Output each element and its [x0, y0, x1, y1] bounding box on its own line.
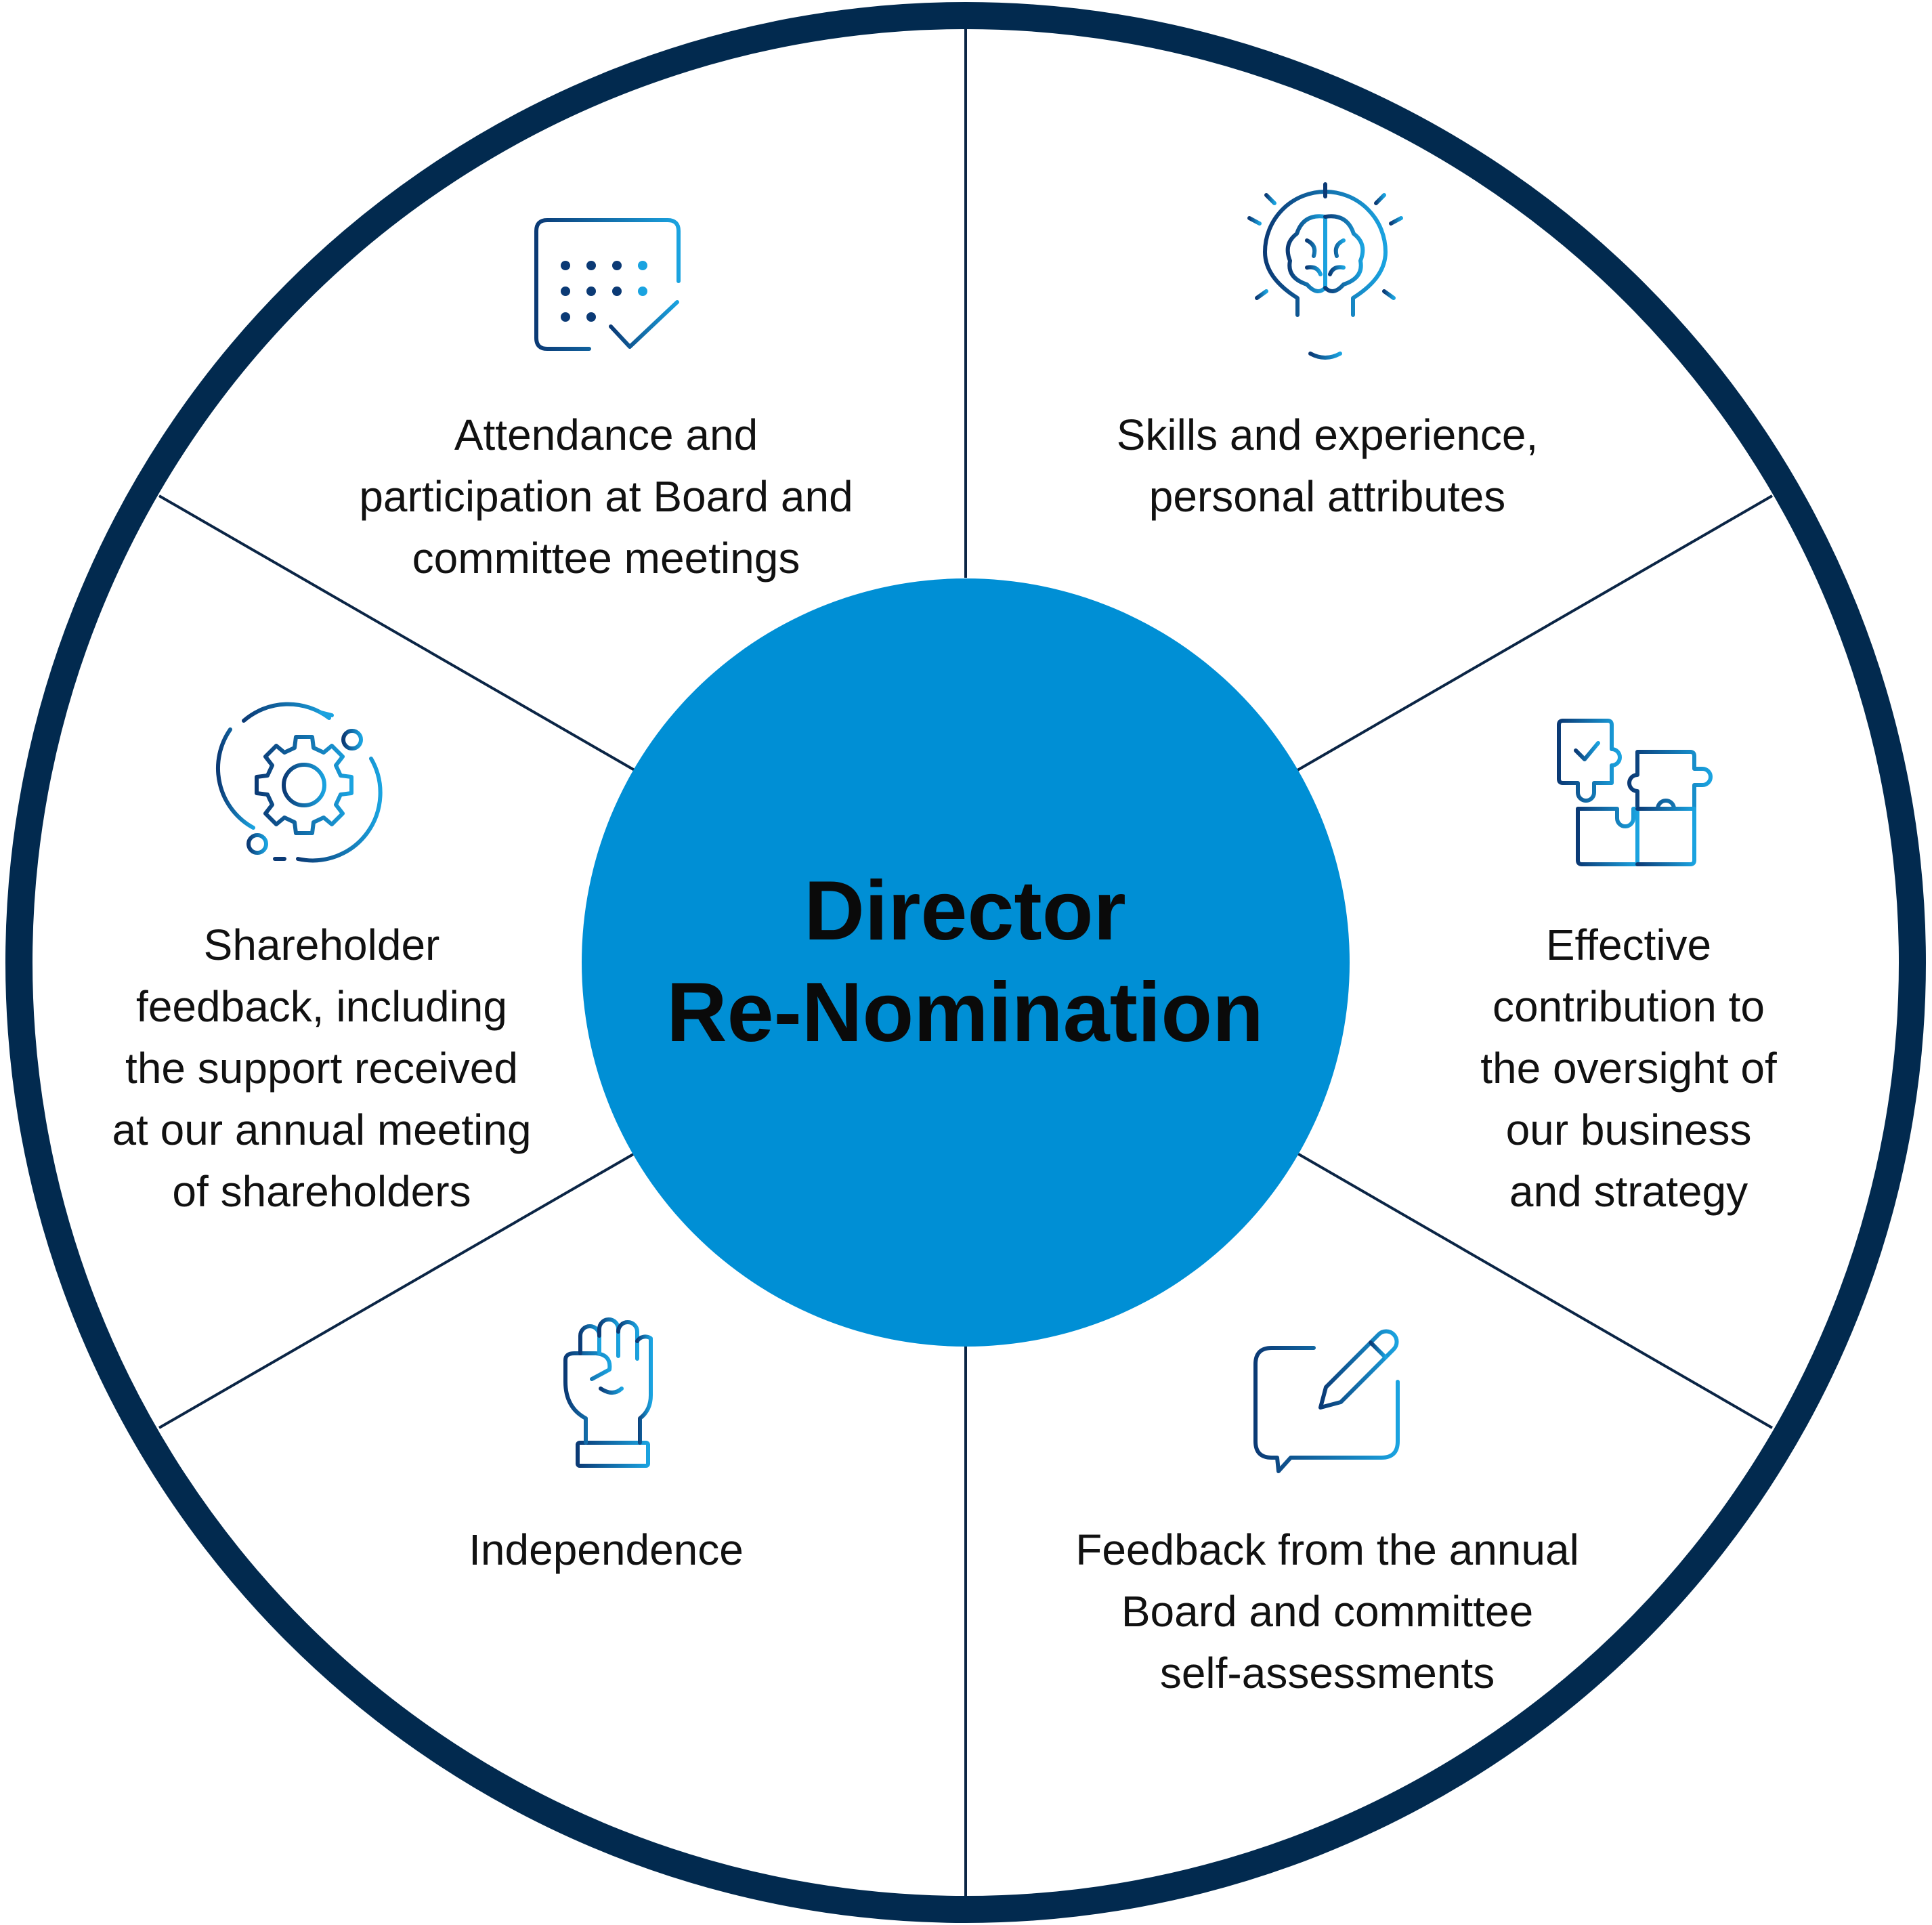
center-disc: [582, 578, 1350, 1347]
calendar-check-icon: [534, 207, 681, 351]
segment-label-skills: Skills and experience, personal attribut…: [1029, 404, 1625, 528]
segment-label-self-assessment: Feedback from the annual Board and commi…: [1016, 1519, 1639, 1704]
center-title-line-1: Director: [804, 864, 1126, 958]
segment-label-shareholder: Shareholder feedback, including the supp…: [74, 914, 569, 1223]
label-line: Skills and experience,: [1116, 410, 1539, 459]
divider-upper-right: [1296, 494, 1774, 771]
label-line: Shareholder: [203, 921, 440, 969]
center-title: Director Re-Nomination: [582, 860, 1348, 1063]
raised-fist-icon: [563, 1317, 653, 1468]
label-line: Attendance and: [454, 410, 758, 459]
divider-lower-left: [158, 1152, 635, 1429]
label-line: Feedback from the annual: [1075, 1525, 1579, 1574]
divider-lower-right: [1296, 1152, 1774, 1429]
label-line: contribution to: [1492, 982, 1765, 1031]
label-line: personal attributes: [1149, 472, 1506, 521]
label-line: of shareholders: [172, 1167, 471, 1216]
label-line: Independence: [469, 1525, 744, 1574]
label-line: at our annual meeting: [112, 1105, 532, 1154]
lightbulb-brain-icon: [1239, 182, 1412, 360]
center-title-line-2: Re-Nomination: [666, 966, 1264, 1059]
chat-pencil-icon: [1253, 1329, 1400, 1473]
label-line: committee meetings: [412, 534, 800, 583]
label-line: Effective: [1545, 921, 1712, 969]
segment-label-contribution: Effective contribution to the oversight …: [1419, 914, 1839, 1223]
segment-dividers: [158, 29, 1774, 1896]
label-line: and strategy: [1509, 1167, 1748, 1216]
label-line: feedback, including: [136, 982, 507, 1031]
label-line: self-assessments: [1159, 1649, 1495, 1697]
label-line: participation at Board and: [359, 472, 853, 521]
gear-orbit-icon: [216, 702, 383, 863]
label-line: Board and committee: [1121, 1587, 1534, 1636]
label-line: our business: [1505, 1105, 1752, 1154]
label-line: the oversight of: [1480, 1044, 1777, 1093]
segment-label-attendance: Attendance and participation at Board an…: [298, 404, 914, 589]
puzzle-pieces-icon: [1557, 719, 1713, 866]
divider-upper-left: [158, 494, 635, 771]
segment-label-independence: Independence: [403, 1519, 809, 1581]
label-line: the support received: [125, 1044, 518, 1093]
